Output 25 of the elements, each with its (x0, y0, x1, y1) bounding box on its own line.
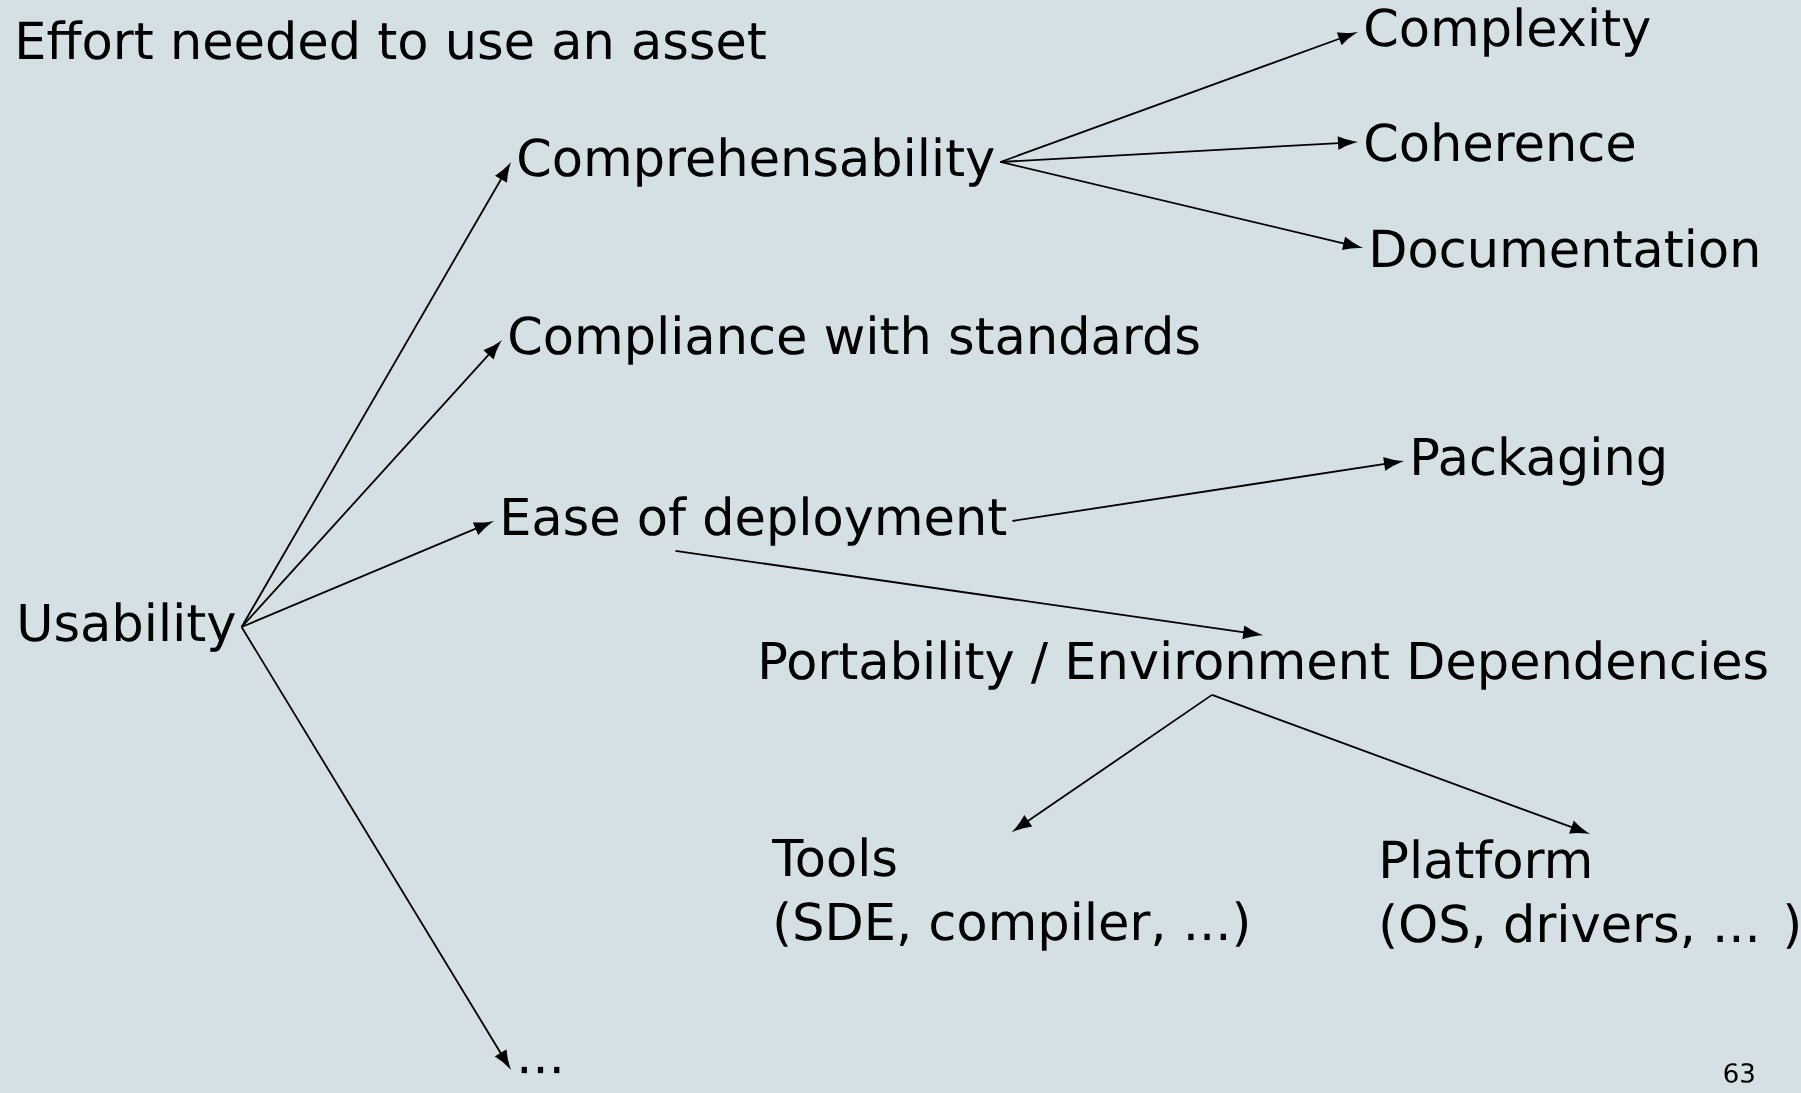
node-label: ... (521, 1066, 560, 1074)
node-label: Platform (OS, drivers, ... ) (1382, 839, 1798, 949)
arrow (1014, 694, 1213, 831)
node-label: Packaging (1414, 436, 1664, 486)
node-label: Portability / Environment Dependencies (762, 640, 1767, 690)
arrow (240, 626, 510, 1068)
arrow (999, 32, 1356, 163)
node-label: Ease of deployment (504, 496, 1007, 546)
arrow (1211, 694, 1588, 834)
arrow (674, 549, 1261, 639)
arrow (1011, 457, 1401, 522)
arrow (240, 521, 492, 628)
node-label: Compliance with standards (510, 315, 1199, 365)
node-label: Tools (SDE, compiler, ...) (772, 837, 1247, 951)
arrow (240, 342, 501, 628)
node-label: Complexity (1366, 7, 1650, 57)
arrow (999, 136, 1355, 163)
arrow (999, 161, 1361, 250)
node-label: Comprehensability (519, 137, 994, 187)
arrow (240, 164, 510, 628)
title: Effort needed to use an asset (19, 20, 766, 60)
page-number: 63 (1724, 1063, 1754, 1083)
node-label: Coherence (1366, 122, 1635, 162)
node-label: Documentation (1373, 228, 1758, 268)
node-label: Usability (20, 602, 235, 652)
